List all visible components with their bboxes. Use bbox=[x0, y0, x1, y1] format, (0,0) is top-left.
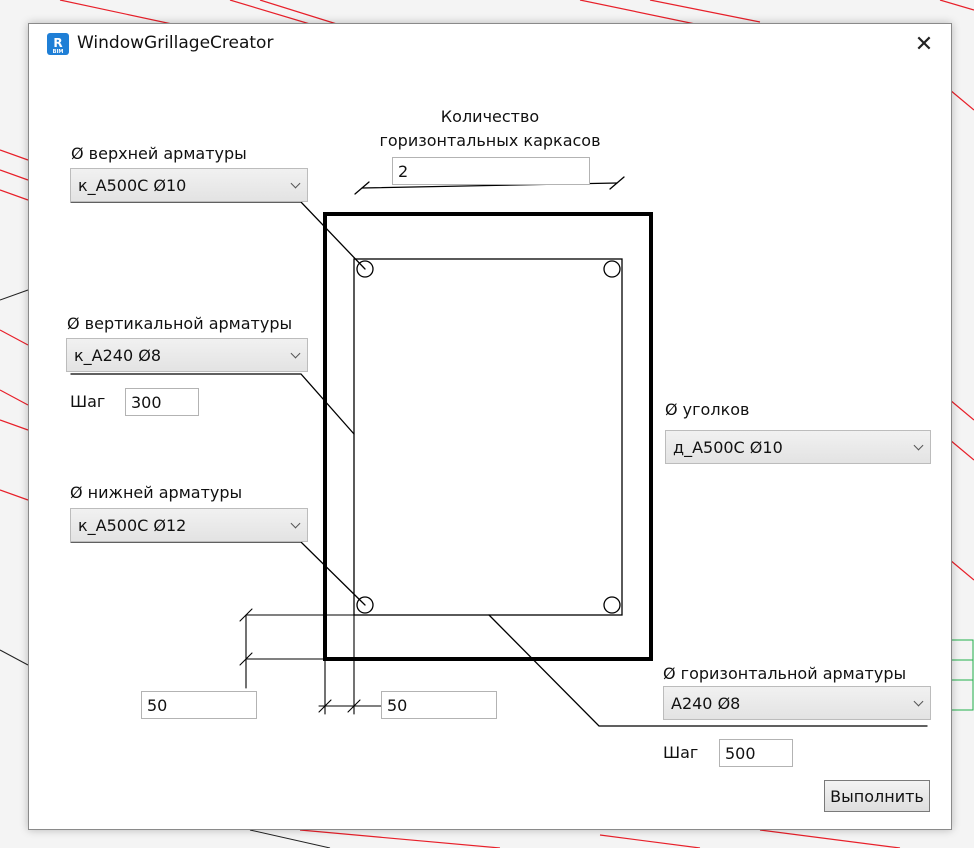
close-icon: ✕ bbox=[914, 32, 934, 57]
bottom-rebar-select[interactable]: к_А500С Ø12 bbox=[70, 508, 308, 542]
vertical-cover-input[interactable] bbox=[141, 691, 257, 719]
chevron-down-icon bbox=[290, 178, 301, 189]
horizontal-rebar-value: А240 Ø8 bbox=[671, 694, 741, 713]
title-bar: R BIM WindowGrillageCreator ✕ bbox=[29, 24, 951, 70]
horizontal-cover-input[interactable] bbox=[381, 691, 497, 719]
app-icon: R BIM bbox=[47, 33, 69, 55]
horizontal-frames-label: Количество горизонтальных каркасов bbox=[379, 107, 601, 150]
horizontal-step-input[interactable] bbox=[719, 739, 793, 767]
close-button[interactable]: ✕ bbox=[907, 28, 941, 62]
vertical-step-input[interactable] bbox=[125, 388, 199, 416]
chevron-down-icon bbox=[290, 518, 301, 529]
corners-select[interactable]: д_А500С Ø10 bbox=[665, 430, 931, 464]
chevron-down-icon bbox=[290, 348, 301, 359]
bottom-rebar-label: Ø нижней арматуры bbox=[70, 483, 243, 502]
rebar-bar-bottom-left bbox=[356, 596, 374, 614]
horizontal-step-label: Шаг bbox=[663, 743, 699, 762]
chevron-down-icon bbox=[913, 440, 924, 451]
section-outline bbox=[323, 212, 653, 661]
top-rebar-select[interactable]: к_А500С Ø10 bbox=[70, 168, 308, 202]
horizontal-rebar-select[interactable]: А240 Ø8 bbox=[663, 686, 931, 720]
run-button[interactable]: Выполнить bbox=[824, 780, 930, 812]
bottom-rebar-value: к_А500С Ø12 bbox=[78, 516, 187, 535]
horizontal-rebar-label: Ø горизонтальной арматуры bbox=[663, 664, 907, 683]
app-icon-letter: R bbox=[53, 36, 63, 50]
vertical-rebar-select[interactable]: к_А240 Ø8 bbox=[66, 338, 308, 372]
horizontal-frames-input[interactable] bbox=[392, 157, 590, 185]
rebar-bar-top-right bbox=[603, 260, 621, 278]
chevron-down-icon bbox=[913, 696, 924, 707]
vertical-step-label: Шаг bbox=[70, 392, 106, 411]
corners-value: д_А500С Ø10 bbox=[673, 438, 783, 457]
corners-label: Ø уголков bbox=[665, 400, 750, 419]
app-icon-sub: BIM bbox=[52, 49, 64, 55]
top-rebar-value: к_А500С Ø10 bbox=[78, 176, 187, 195]
top-rebar-label: Ø верхней арматуры bbox=[71, 144, 247, 163]
rebar-bar-bottom-right bbox=[603, 596, 621, 614]
dialog-window: R BIM WindowGrillageCreator ✕ bbox=[28, 23, 952, 830]
rebar-bar-top-left bbox=[356, 260, 374, 278]
vertical-rebar-value: к_А240 Ø8 bbox=[74, 346, 162, 365]
rebar-cage bbox=[353, 258, 623, 616]
vertical-rebar-label: Ø вертикальной арматуры bbox=[67, 314, 293, 333]
window-title: WindowGrillageCreator bbox=[77, 33, 274, 53]
